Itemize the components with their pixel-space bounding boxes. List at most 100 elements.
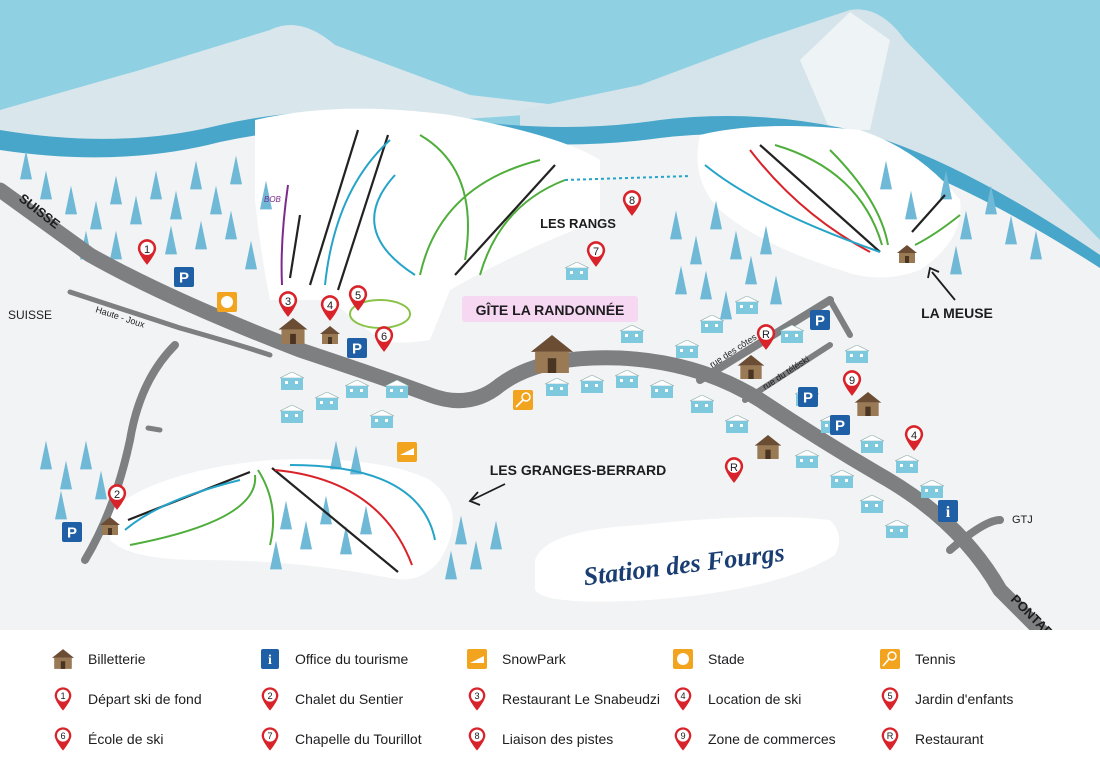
marker-7-icon: 7	[259, 727, 281, 751]
legend-marker-4: 4 Location de ski	[672, 686, 801, 712]
legend-label: Départ ski de fond	[88, 691, 202, 707]
legend-marker-7: 7 Chapelle du Tourillot	[259, 726, 422, 752]
marker-5-icon: 5	[348, 285, 368, 311]
legend-label: Stade	[708, 651, 745, 667]
svg-text:R: R	[762, 329, 770, 341]
marker-4-icon: 4	[672, 687, 694, 711]
legend-marker-5: 5 Jardin d'enfants	[879, 686, 1013, 712]
legend-label: Location de ski	[708, 691, 802, 707]
place-bob: BOB	[264, 195, 282, 204]
svg-text:6: 6	[381, 331, 387, 343]
marker-2-icon: 2	[259, 687, 281, 711]
marker-8-icon: 8	[466, 727, 488, 751]
tennis-icon	[513, 390, 533, 410]
marker-9-icon: 9	[842, 370, 862, 396]
marker-6-icon: 6	[374, 326, 394, 352]
legend-marker-2: 2 Chalet du Sentier	[259, 686, 403, 712]
legend-label: SnowPark	[502, 651, 566, 667]
legend-marker-3: 3 Restaurant Le Snabeudzi	[466, 686, 660, 712]
svg-text:R: R	[887, 731, 894, 741]
legend-label: Tennis	[915, 651, 956, 667]
stadium-icon	[672, 648, 694, 670]
marker-6-icon: 6	[52, 727, 74, 751]
svg-text:9: 9	[849, 375, 855, 387]
svg-text:5: 5	[355, 290, 361, 302]
svg-text:i: i	[268, 653, 272, 668]
svg-text:3: 3	[474, 691, 479, 701]
svg-text:1: 1	[144, 244, 150, 256]
legend-snowpark: SnowPark	[466, 646, 566, 672]
snowpark-icon	[466, 648, 488, 670]
info-icon: i	[259, 648, 281, 670]
marker-1-icon: 1	[137, 239, 157, 265]
legend-label: Billetterie	[88, 651, 146, 667]
title-banner	[535, 516, 839, 602]
legend-marker-9: 9 Zone de commerces	[672, 726, 836, 752]
tennis-icon	[879, 648, 901, 670]
place-les-rangs: LES RANGS	[540, 216, 616, 231]
ski-area-granges	[110, 459, 453, 580]
legend-label: Liaison des pistes	[502, 731, 614, 747]
info-icon: i	[938, 500, 958, 522]
ski-area-meuse	[697, 126, 961, 278]
marker-8-icon: 8	[622, 190, 642, 216]
legend-label: Jardin d'enfants	[915, 691, 1014, 707]
marker-7-icon: 7	[586, 241, 606, 267]
legend: Billetterie i Office du tourisme SnowPar…	[0, 630, 1100, 776]
svg-text:4: 4	[680, 691, 685, 701]
legend-office-tourisme: i Office du tourisme	[259, 646, 408, 672]
marker-3-icon: 3	[278, 291, 298, 317]
marker-9-icon: 9	[672, 727, 694, 751]
svg-text:3: 3	[285, 296, 291, 308]
legend-label: Chapelle du Tourillot	[295, 731, 422, 747]
legend-stade: Stade	[672, 646, 745, 672]
ski-area-rangs	[255, 108, 600, 343]
legend-marker-1: 1 Départ ski de fond	[52, 686, 202, 712]
svg-text:7: 7	[267, 731, 272, 741]
legend-marker-r: R Restaurant	[879, 726, 983, 752]
place-gite: GÎTE LA RANDONNÉE	[476, 301, 625, 318]
chalet-icon	[52, 648, 74, 670]
snowpark-icon	[397, 442, 417, 462]
legend-label: Zone de commerces	[708, 731, 836, 747]
svg-text:4: 4	[327, 300, 333, 312]
place-suisse: SUISSE	[8, 308, 52, 322]
marker-3-icon: 3	[466, 687, 488, 711]
svg-text:8: 8	[629, 195, 635, 207]
svg-text:6: 6	[60, 731, 65, 741]
marker-2-icon: 2	[107, 484, 127, 510]
marker-4-icon: 4	[320, 295, 340, 321]
svg-text:4: 4	[911, 430, 917, 442]
map-markers: 1 2 3 4 5 6 7 8 9 4 R R	[107, 190, 924, 510]
svg-text:1: 1	[60, 691, 65, 701]
marker-r-icon: R	[879, 727, 901, 751]
marker-5-icon: 5	[879, 687, 901, 711]
svg-text:5: 5	[887, 691, 892, 701]
svg-text:R: R	[730, 462, 738, 474]
legend-label: Restaurant	[915, 731, 984, 747]
marker-1-icon: 1	[52, 687, 74, 711]
place-la-meuse: LA MEUSE	[921, 305, 993, 321]
legend-label: Restaurant Le Snabeudzi	[502, 691, 660, 707]
svg-text:i: i	[946, 504, 951, 521]
place-gtj: GTJ	[1012, 514, 1033, 526]
svg-text:7: 7	[593, 246, 599, 258]
marker-r-icon: R	[724, 457, 744, 483]
legend-marker-6: 6 École de ski	[52, 726, 163, 752]
marker-r-icon: R	[756, 324, 776, 350]
legend-label: Office du tourisme	[295, 651, 409, 667]
stadium-icon	[217, 292, 237, 312]
legend-billetterie: Billetterie	[52, 646, 146, 672]
direction-arrows	[468, 266, 956, 506]
svg-text:2: 2	[267, 691, 272, 701]
gite-label-bg	[462, 296, 638, 322]
svg-text:2: 2	[114, 489, 120, 501]
legend-marker-8: 8 Liaison des pistes	[466, 726, 613, 752]
legend-label: École de ski	[88, 731, 164, 747]
legend-label: Chalet du Sentier	[295, 691, 404, 707]
legend-tennis: Tennis	[879, 646, 955, 672]
place-les-granges: LES GRANGES-BERRARD	[490, 462, 667, 478]
svg-text:8: 8	[474, 731, 479, 741]
svg-text:9: 9	[680, 731, 685, 741]
